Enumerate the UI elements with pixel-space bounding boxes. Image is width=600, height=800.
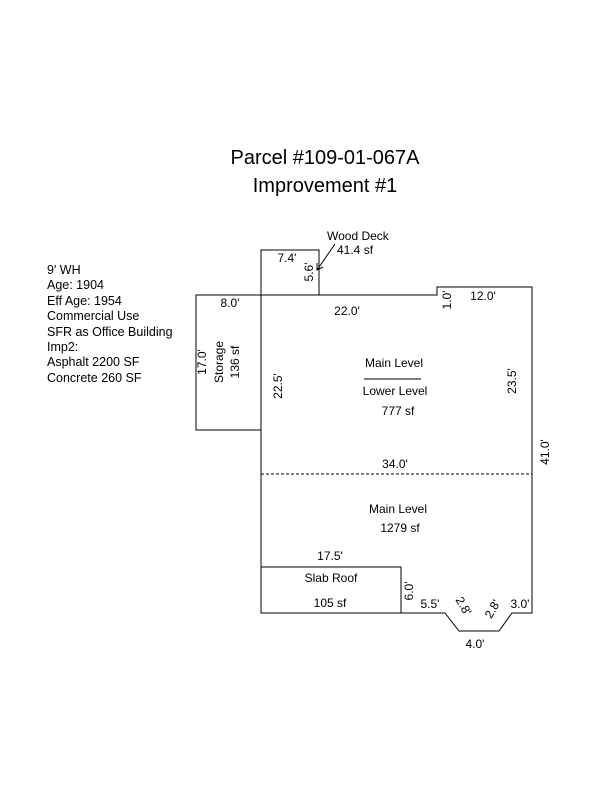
dim-slab-height: 6.0' (402, 582, 416, 601)
dim-left-upper: 22.5' (271, 373, 285, 399)
note-line: Commercial Use (47, 309, 140, 324)
main-level-name: Main Level (369, 502, 427, 516)
slab-roof-area: 105 sf (314, 596, 347, 610)
dim-deck-height: 5.6' (302, 263, 316, 282)
building-outline (260, 286, 533, 632)
notes-block: 9' WH Age: 1904 Eff Age: 1954 Commercial… (47, 263, 173, 386)
note-line: Imp2: (47, 340, 79, 355)
note-line: 9' WH (47, 263, 81, 277)
dim-bottom-e: 4.0' (466, 637, 485, 651)
upper-level-name: Main Level (365, 356, 423, 370)
dim-bottom-a: 5.5' (421, 597, 440, 611)
dim-storage-height: 17.0' (195, 349, 209, 375)
note-line: Age: 1904 (47, 278, 104, 293)
note-line: Eff Age: 1954 (47, 293, 122, 308)
dim-step: 1.0' (440, 291, 454, 310)
storage-outline (195, 294, 261, 431)
dim-bottom-c: 2.8' (482, 597, 504, 620)
wood-deck-area: 41.4 sf (337, 243, 374, 257)
dim-divider: 34.0' (382, 457, 408, 471)
dim-bottom-d: 3.0' (511, 597, 530, 611)
main-level-area: 1279 sf (380, 521, 420, 535)
storage-name: Storage (212, 341, 226, 383)
arrow-head-icon (316, 263, 324, 271)
dim-slab-width: 17.5' (317, 549, 343, 563)
note-line: SFR as Office Building (47, 324, 173, 339)
note-line: Concrete 260 SF (47, 370, 142, 385)
deck-callout-arrow (316, 243, 336, 271)
dim-bottom-b: 2.8' (453, 594, 475, 617)
upper-level-name2: Lower Level (363, 384, 428, 398)
slab-roof-name: Slab Roof (305, 571, 358, 585)
dim-top-run: 22.0' (334, 304, 360, 318)
dim-right-upper: 23.5' (505, 368, 519, 394)
note-line: Asphalt 2200 SF (47, 355, 140, 370)
page-subtitle: Improvement #1 (252, 175, 398, 197)
wood-deck-name: Wood Deck (327, 229, 390, 243)
dim-right-total: 41.0' (538, 439, 552, 465)
dim-storage-width: 8.0' (221, 296, 240, 310)
dim-deck-width: 7.4' (278, 251, 297, 265)
wood-deck-outline (260, 249, 320, 295)
slab-roof-outline (261, 566, 402, 613)
dim-top-right: 12.0' (470, 289, 496, 303)
upper-level-area: 777 sf (382, 404, 415, 418)
storage-area: 136 sf (228, 345, 242, 378)
page-title: Parcel #109-01-067A (230, 147, 420, 169)
